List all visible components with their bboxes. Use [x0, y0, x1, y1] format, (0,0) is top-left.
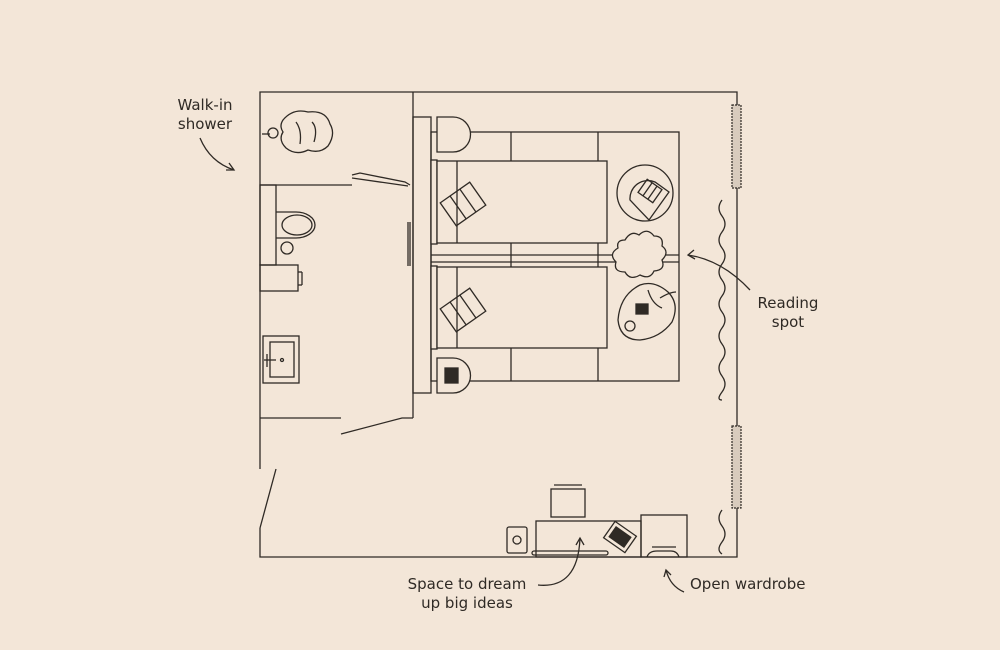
- arrows: [199, 137, 751, 593]
- laptop: [602, 520, 638, 554]
- beanbag-reader-illustration: [617, 282, 677, 341]
- cloud-pouf: [611, 230, 667, 279]
- bed-2: [430, 265, 608, 350]
- toilet: [259, 184, 316, 292]
- window-top: [731, 104, 742, 189]
- shower-person-illustration: [262, 110, 334, 154]
- reading-label-line-2: spot: [771, 313, 805, 331]
- bed-1: [430, 159, 608, 245]
- curtain: [718, 199, 726, 555]
- room-walls: [259, 91, 738, 558]
- desk-label: Space to dream up big ideas: [392, 575, 542, 613]
- nightstand-bottom: [436, 357, 472, 394]
- reading-label-line-1: Reading: [757, 294, 819, 312]
- reading-spot-label: Reading spot: [743, 294, 833, 332]
- wardrobe-label: Open wardrobe: [690, 575, 806, 593]
- shower-label-line-1: Walk-in: [177, 96, 233, 114]
- desk-label-line-2: up big ideas: [421, 594, 513, 612]
- shower-label-line-2: shower: [177, 115, 233, 133]
- desk-chair: [550, 484, 586, 518]
- sink: [262, 335, 300, 384]
- window-bottom: [731, 425, 742, 509]
- armchair: [616, 164, 674, 222]
- shower-label: Walk-in shower: [160, 96, 250, 134]
- nightstand-top: [436, 116, 472, 153]
- bed-frame: [412, 116, 680, 394]
- power-outlet: [506, 526, 528, 554]
- wardrobe: [640, 514, 688, 558]
- desk-label-line-1: Space to dream: [407, 575, 527, 593]
